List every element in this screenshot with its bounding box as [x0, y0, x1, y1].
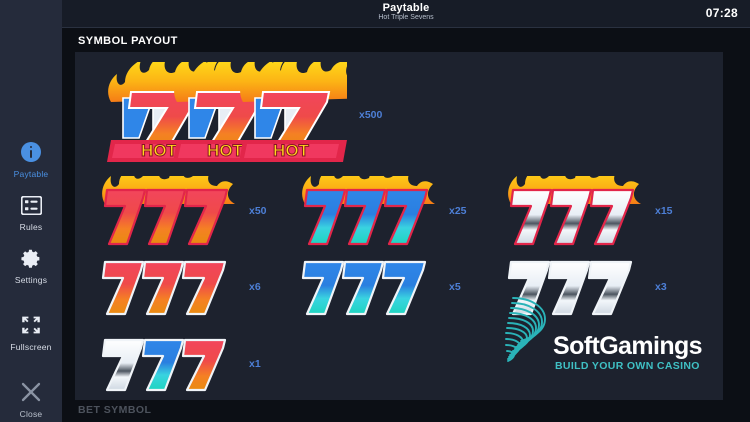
sidebar-item-label-rules: Rules	[19, 222, 43, 232]
sidebar-item-label-settings: Settings	[14, 275, 48, 285]
content-area: SYMBOL PAYOUT	[62, 29, 750, 422]
sidebar: Paytable Rules	[0, 0, 62, 422]
symbol-hot-777-jackpot: HOT HOT	[107, 62, 347, 162]
svg-text:HOT: HOT	[273, 141, 310, 160]
symbol-mixed-777	[101, 338, 227, 392]
payout-row-mixed: x1	[97, 336, 261, 392]
sidebar-item-fullscreen[interactable]: Fullscreen	[0, 307, 62, 360]
payout-row-flaming-white: x15	[503, 176, 673, 246]
symbol-payout-panel: HOT HOT	[75, 52, 723, 400]
info-icon	[19, 140, 43, 164]
multiplier-plain-red: x6	[249, 281, 261, 293]
multiplier-hot-jackpot: x500	[359, 109, 383, 121]
multiplier-flaming-blue: x25	[449, 205, 467, 217]
sidebar-item-label-fullscreen: Fullscreen	[10, 342, 52, 352]
fullscreen-icon	[19, 313, 43, 337]
sidebar-item-label-paytable: Paytable	[13, 169, 49, 179]
payout-row-flaming-red: x50	[97, 176, 267, 246]
section-title-bet-symbol: BET SYMBOL	[78, 404, 152, 416]
logo-wordmark: SoftGamings	[553, 332, 703, 360]
multiplier-plain-blue: x5	[449, 281, 461, 293]
footer-strip: BET SYMBOL	[62, 400, 750, 422]
logo-tagline: BUILD YOUR OWN CASINO	[555, 360, 700, 372]
symbol-plain-777-red	[101, 260, 227, 316]
softgamings-logo: SoftGamings BUILD YOUR OWN CASINO	[497, 294, 707, 380]
game-name: Hot Triple Sevens	[378, 14, 434, 21]
list-icon	[19, 193, 43, 217]
symbol-plain-777-blue	[301, 260, 427, 316]
symbol-flaming-777-blue	[302, 176, 435, 246]
page-title: Paytable	[382, 2, 430, 14]
clock: 07:28	[705, 6, 738, 20]
softgamings-swirl-icon	[505, 297, 546, 362]
symbol-flaming-777-white	[508, 176, 641, 246]
payout-row-flaming-blue: x25	[297, 176, 467, 246]
header-bar: Paytable Hot Triple Sevens 07:28	[62, 0, 750, 28]
sidebar-item-label-close: Close	[19, 409, 43, 419]
sidebar-item-rules[interactable]: Rules	[0, 187, 62, 240]
close-icon	[19, 380, 43, 404]
sidebar-item-settings[interactable]: Settings	[0, 240, 62, 293]
symbol-plain-777-white	[507, 260, 633, 316]
multiplier-mixed: x1	[249, 358, 261, 370]
sidebar-item-close[interactable]: Close	[0, 374, 62, 422]
multiplier-flaming-white: x15	[655, 205, 673, 217]
payout-row-plain-red: x6	[97, 258, 261, 316]
payout-row-hot-jackpot: HOT HOT	[97, 62, 382, 168]
gear-icon	[19, 246, 43, 270]
multiplier-flaming-red: x50	[249, 205, 267, 217]
multiplier-plain-white: x3	[655, 281, 667, 293]
svg-text:HOT: HOT	[207, 141, 244, 160]
sidebar-item-paytable[interactable]: Paytable	[0, 134, 62, 187]
symbol-flaming-777-red	[102, 176, 235, 246]
payout-row-plain-blue: x5	[297, 258, 461, 316]
payout-row-plain-white: x3	[503, 258, 667, 316]
svg-text:HOT: HOT	[141, 141, 178, 160]
section-title-symbol-payout: SYMBOL PAYOUT	[78, 35, 178, 47]
